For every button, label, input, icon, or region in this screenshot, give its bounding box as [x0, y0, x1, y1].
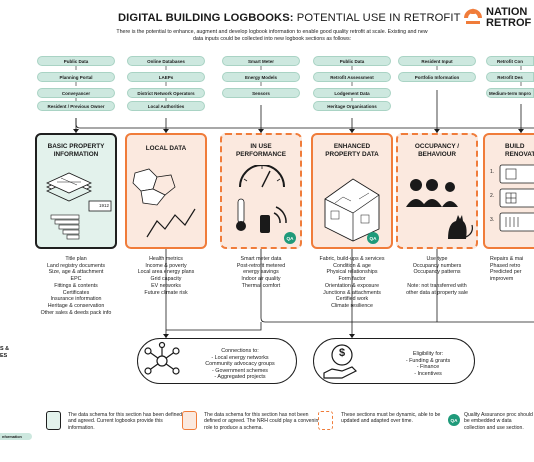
page-title: DIGITAL BUILDING LOGBOOKS: POTENTIAL USE…	[118, 12, 461, 24]
card-building-renovation: BUILD RENOVATIO 1. 2. 3.	[483, 133, 534, 249]
source-pill: Retrofit Des	[486, 72, 534, 82]
card-title: ENHANCED PROPERTY DATA	[325, 143, 379, 158]
people-cat-icon	[406, 179, 473, 239]
legend-pill: nformation	[0, 433, 32, 440]
source-pill: Medium-term Impro	[486, 88, 534, 98]
card-title: OCCUPANCY / BEHAVIOUR	[414, 143, 460, 158]
eligibility-text: Eligibility for: - Funding & grants- Fin…	[405, 351, 451, 377]
source-pill: Conveyancer	[37, 88, 115, 98]
source-pill: Online Databases	[127, 56, 205, 66]
qa-badge: QA	[448, 414, 460, 426]
legend-text: These sections must be dynamic, able to …	[341, 412, 441, 425]
layered-docs-icon	[46, 172, 112, 240]
source-pill: LAEPs	[127, 72, 205, 82]
page-subtitle: There is the potential to enhance, augme…	[116, 29, 428, 43]
gauge-thermometer-icon	[236, 165, 287, 233]
source-pill: Portfolio Information	[398, 72, 476, 82]
qa-badge: QA	[367, 232, 379, 244]
map-chart-icon	[132, 168, 196, 238]
card-basic-property: BASIC PROPERTY INFORMATION 1912	[35, 133, 117, 249]
qa-badge: QA	[284, 232, 296, 244]
legend-swatch-green	[46, 411, 61, 430]
source-pill: District Network Operators	[127, 88, 205, 98]
card-occupancy-behaviour: OCCUPANCY / BEHAVIOUR	[396, 133, 478, 249]
source-pill: Retrofit Assessment	[313, 72, 391, 82]
card-in-use-performance: IN USE PERFORMANCE QA	[220, 133, 302, 249]
source-pill: Energy Models	[222, 72, 300, 82]
legend-swatch-orange	[182, 411, 197, 430]
funding-hand-icon	[323, 344, 358, 379]
source-pill: Local Authorities	[127, 101, 205, 111]
source-pill: Public Data	[313, 56, 391, 66]
card-title: LOCAL DATA	[145, 145, 187, 152]
source-pill: Lodgement Data	[313, 88, 391, 98]
card-title: IN USE PERFORMANCE	[235, 143, 287, 158]
step-label: 1.	[490, 169, 495, 175]
source-pill: Retrofit Con	[486, 56, 534, 66]
nrh-logo-icon	[464, 8, 482, 24]
source-pill: Smart Meter	[222, 56, 300, 66]
network-icon	[144, 341, 180, 375]
source-pill: Resident / Previous Owner	[37, 101, 115, 111]
legend-text: The data schema for this section has bee…	[68, 412, 183, 431]
source-pill: Heritage Organisations	[313, 101, 391, 111]
year-label: 1912	[98, 203, 109, 208]
eligibility-box: $ Eligibility for: - Funding & grants- F…	[313, 338, 475, 384]
legend-text: Quality Assurance proc should be embedde…	[464, 412, 533, 431]
source-pill: Planning Portal	[37, 72, 115, 82]
step-label: 2.	[490, 193, 495, 199]
house-cutaway-icon	[324, 178, 380, 242]
card-enhanced-property: ENHANCED PROPERTY DATA QA	[311, 133, 393, 249]
source-pill: Resident Input	[398, 56, 476, 66]
step-label: 3.	[490, 217, 495, 223]
side-label: S &ES	[0, 346, 9, 359]
card-title: BUILD RENOVATIO	[505, 143, 534, 158]
dollar-icon: $	[338, 347, 346, 359]
card-title: BASIC PROPERTY INFORMATION	[47, 143, 105, 158]
source-pill: Public Data	[37, 56, 115, 66]
card-local-data: LOCAL DATA	[125, 133, 207, 249]
source-pill: Sensors	[222, 88, 300, 98]
renovation-steps-icon	[499, 164, 534, 232]
legend-text: The data schema for this section has not…	[204, 412, 322, 431]
legend-swatch-dashed	[318, 411, 333, 430]
